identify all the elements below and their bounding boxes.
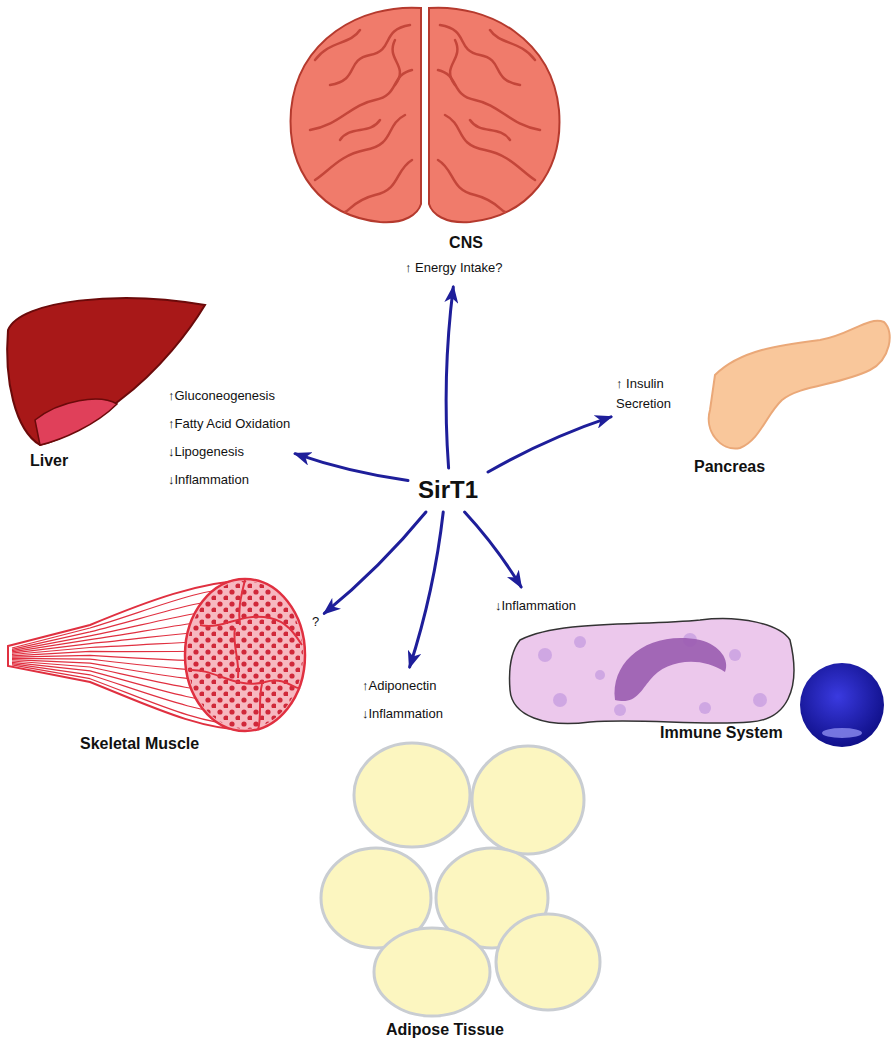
effect-arrow xyxy=(465,512,522,587)
effect-arrow xyxy=(410,512,444,667)
effect-text: ↓Inflammation xyxy=(495,592,576,620)
effect-arrow xyxy=(488,417,611,472)
organ-name: Skeletal Muscle xyxy=(80,735,199,753)
effect-arrow xyxy=(446,287,453,468)
organ-name: Adipose Tissue xyxy=(386,1021,504,1039)
effect-text: ↓Lipogenesis xyxy=(168,438,290,466)
hub-title: SirT1 xyxy=(414,474,482,506)
effect-arrow xyxy=(324,512,426,613)
hub-label: SirT1 xyxy=(414,474,482,506)
immune-cells-figure xyxy=(509,619,884,747)
effect-text: ? xyxy=(312,608,319,636)
organ-group: Adipose Tissue↑Adiponectin↓Inflammation xyxy=(362,672,443,728)
organ-group: Immune System↓Inflammation xyxy=(495,592,576,620)
adipose-cells-figure xyxy=(321,743,600,1016)
organ-name: CNS xyxy=(449,234,483,252)
organ-group: CNS↑ Energy Intake? xyxy=(405,254,503,282)
brain-figure xyxy=(291,8,560,223)
effect-text: ↑ Insulin Secretion xyxy=(616,374,708,414)
effect-text: ↑Gluconeogenesis xyxy=(168,382,290,410)
organ-group: Skeletal Muscle? xyxy=(312,608,319,636)
pancreas-figure xyxy=(709,321,890,449)
organ-name: Liver xyxy=(30,452,68,470)
organ-name: Pancreas xyxy=(694,458,765,476)
effect-text: ↓Inflammation xyxy=(168,466,290,494)
effect-text: ↑ Energy Intake? xyxy=(405,254,503,282)
organ-group: Pancreas↑ Insulin Secretion xyxy=(616,374,708,414)
organ-group: Liver↑Gluconeogenesis↑Fatty Acid Oxidati… xyxy=(168,382,290,494)
effect-arrow xyxy=(295,454,408,481)
muscle-figure xyxy=(8,579,305,731)
organ-name: Immune System xyxy=(660,724,783,742)
effect-text: ↑Fatty Acid Oxidation xyxy=(168,410,290,438)
effect-text: ↓Inflammation xyxy=(362,700,443,728)
effect-text: ↑Adiponectin xyxy=(362,672,443,700)
